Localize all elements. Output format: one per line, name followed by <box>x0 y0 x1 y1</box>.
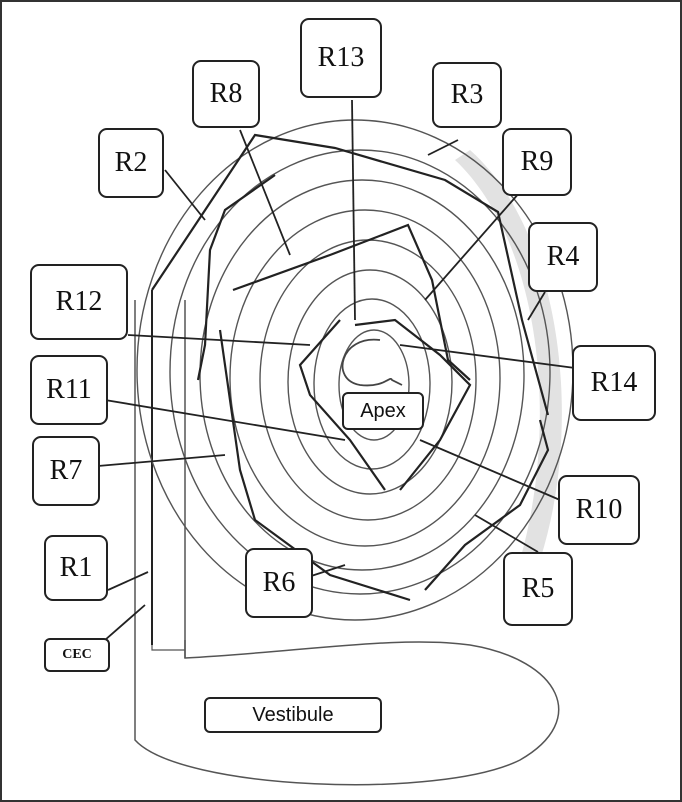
label-cec: CEC <box>44 638 110 672</box>
label-r5-text: R5 <box>521 573 555 604</box>
leader-r3 <box>427 139 459 156</box>
array-segment-mid <box>196 174 276 381</box>
array-segment-lower <box>218 329 411 602</box>
label-r10-text: R10 <box>575 494 623 525</box>
leader-r5 <box>474 514 539 553</box>
label-r13: R13 <box>300 18 382 98</box>
label-r7-text: R7 <box>49 455 83 486</box>
leader-r12 <box>127 334 311 346</box>
label-r2-text: R2 <box>114 147 148 178</box>
label-r1: R1 <box>44 535 108 601</box>
label-r11: R11 <box>30 355 108 425</box>
label-r12: R12 <box>30 264 128 340</box>
electrode-array <box>151 133 550 602</box>
vestibule-inner <box>151 645 185 651</box>
label-r2: R2 <box>98 128 164 198</box>
leader-r11 <box>104 399 346 441</box>
label-r1-text: R1 <box>59 552 93 583</box>
leader-r10 <box>419 439 561 501</box>
leader-r4 <box>527 291 546 321</box>
label-vestibule-text: Vestibule <box>252 703 334 726</box>
spiral-ring-7 <box>313 298 431 470</box>
vestibule-outline <box>134 640 560 786</box>
leader-r14 <box>399 344 576 369</box>
apex-curl <box>341 338 403 387</box>
label-r4: R4 <box>528 222 598 292</box>
label-r3-text: R3 <box>450 79 484 110</box>
spiral-ring-8 <box>338 329 410 441</box>
leader-lines <box>97 99 576 641</box>
spiral-ring-4 <box>229 209 501 547</box>
array-segment-core-right <box>354 318 472 491</box>
label-r7: R7 <box>32 436 100 506</box>
leader-r7 <box>97 454 226 467</box>
leader-r8 <box>239 129 291 256</box>
array-segment-core-left <box>298 319 386 491</box>
label-r13-text: R13 <box>317 42 365 73</box>
label-r4-text: R4 <box>546 241 580 272</box>
label-r6: R6 <box>245 548 313 618</box>
label-r11-text: R11 <box>46 374 92 405</box>
leader-r13 <box>351 99 356 321</box>
label-r14-text: R14 <box>590 367 638 398</box>
spiral-ring-5 <box>259 239 477 521</box>
leader-r1 <box>107 571 149 591</box>
label-r6-text: R6 <box>262 567 296 598</box>
array-segment-outer <box>151 133 550 416</box>
label-r12-text: R12 <box>55 286 103 317</box>
leader-cec <box>104 604 146 641</box>
label-r8: R8 <box>192 60 260 128</box>
label-r3: R3 <box>432 62 502 128</box>
label-cec-text: CEC <box>62 647 92 662</box>
label-apex-text: Apex <box>360 399 406 422</box>
spiral-ring-6 <box>287 269 453 495</box>
label-r9-text: R9 <box>520 146 554 177</box>
label-r10: R10 <box>558 475 640 545</box>
label-r14: R14 <box>572 345 656 421</box>
spiral-ring-2 <box>169 149 551 595</box>
label-r9: R9 <box>502 128 572 196</box>
leader-r9 <box>424 191 521 301</box>
leader-r2 <box>164 169 206 221</box>
label-r5: R5 <box>503 552 573 626</box>
array-segment-inner <box>232 223 471 381</box>
label-vestibule: Vestibule <box>204 697 382 733</box>
label-apex: Apex <box>342 392 424 430</box>
array-segment-right <box>424 419 550 591</box>
label-r8-text: R8 <box>209 78 243 109</box>
